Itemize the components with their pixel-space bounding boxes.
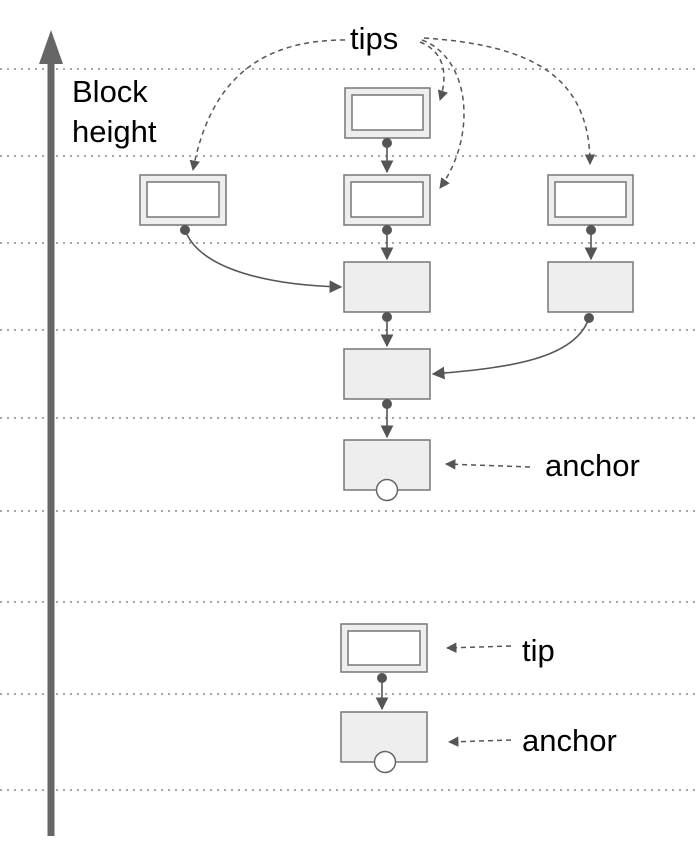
- parent-link: [184, 229, 343, 294]
- tip-pointer: [445, 642, 512, 653]
- tip-block: [344, 87, 431, 139]
- label-pointers: [444, 459, 531, 747]
- tips-label: tips: [350, 21, 398, 56]
- tip-label: tip: [522, 633, 555, 668]
- block: [343, 261, 431, 313]
- tip-block: [139, 174, 227, 226]
- anchor-block: [340, 711, 428, 774]
- block: [343, 348, 431, 400]
- link-origin-dots: [180, 138, 596, 683]
- tip-block: [340, 623, 428, 673]
- parent-link: [431, 317, 590, 380]
- tips-pointers: [189, 37, 596, 189]
- axis-label-line1: Block: [72, 74, 148, 109]
- anchor-marker-icon: [375, 478, 399, 502]
- tips-pointer-left: [189, 39, 346, 172]
- axis-arrowhead-icon: [39, 30, 63, 64]
- tip-block: [343, 174, 431, 226]
- tips-pointer-right: [423, 37, 596, 166]
- tip-block: [547, 174, 634, 226]
- block-height-axis: [39, 30, 63, 836]
- anchor-label-bottom: anchor: [522, 723, 617, 758]
- axis-label-line2: height: [72, 114, 157, 149]
- anchor-top-pointer: [444, 459, 531, 470]
- anchor-block: [343, 439, 431, 502]
- tips-pointer-center-mid: [421, 39, 465, 189]
- block: [547, 261, 634, 313]
- anchor-label-top: anchor: [545, 448, 640, 483]
- anchor-marker-icon: [373, 750, 397, 774]
- anchor-bottom-pointer: [447, 736, 512, 747]
